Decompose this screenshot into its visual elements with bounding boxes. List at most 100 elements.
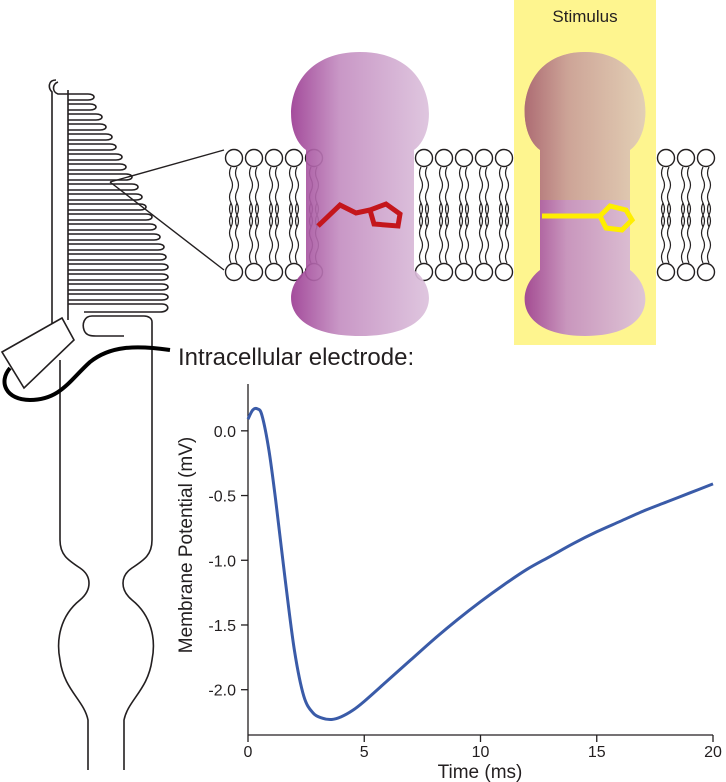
lipid-tail <box>294 166 300 228</box>
lipid-tail <box>438 202 444 264</box>
lipid-tail <box>228 166 234 228</box>
retinal-inactive-icon <box>316 201 403 229</box>
lipid-tail <box>478 166 484 228</box>
lipid-tail <box>248 202 254 264</box>
x-tick-label: 10 <box>472 744 490 761</box>
zoom-line-bottom <box>109 181 225 271</box>
lipid-head <box>474 148 494 168</box>
lipid-tail <box>268 202 274 264</box>
zoom-line-top <box>109 149 225 183</box>
lipid-tail <box>498 166 504 228</box>
channel-inactive <box>291 52 429 336</box>
lipid-tail <box>438 166 444 228</box>
lipid-tail <box>484 166 490 228</box>
lipid-tail <box>686 166 692 228</box>
series-line-membrane-potential <box>246 406 714 722</box>
lipid-head <box>454 148 474 168</box>
y-tick-label: -1.0 <box>208 553 236 570</box>
photoreceptor-cell <box>48 79 169 770</box>
lipid-tail <box>686 202 692 264</box>
channel-glow <box>524 52 646 200</box>
lipid-head <box>696 262 716 282</box>
lipid-tail <box>484 202 490 264</box>
lipid-head <box>676 148 696 168</box>
channel-body <box>291 52 429 336</box>
x-tick-label: 5 <box>360 744 369 761</box>
lipid-head <box>224 262 244 282</box>
lipid-head <box>494 148 514 168</box>
lipid-tail <box>700 166 706 228</box>
channel-active <box>524 52 646 336</box>
y-tick-label: 0.0 <box>214 424 236 441</box>
chart-axes <box>247 384 713 736</box>
x-axis-label: Time (ms) <box>438 762 523 782</box>
lipid-tail <box>228 202 234 264</box>
lipid-head <box>284 148 304 168</box>
lipid-head <box>696 148 716 168</box>
lipid-bilayer <box>224 148 716 282</box>
x-tick-label: 20 <box>704 744 722 761</box>
lipid-tail <box>706 166 712 228</box>
stimulus-label: Stimulus <box>552 7 617 26</box>
lipid-tail <box>234 202 240 264</box>
lipid-head <box>474 262 494 282</box>
lipid-tail <box>234 166 240 228</box>
cell-outline-left <box>48 79 61 350</box>
lipid-tail <box>464 166 470 228</box>
lipid-tail <box>666 202 672 264</box>
lipid-tail <box>458 202 464 264</box>
lipid-tail <box>248 166 254 228</box>
lipid-tail <box>660 166 666 228</box>
lipid-tail <box>294 202 300 264</box>
lipid-tail <box>288 202 294 264</box>
lipid-tail <box>706 202 712 264</box>
x-tick-label: 15 <box>588 744 606 761</box>
lipid-tail <box>666 166 672 228</box>
lipid-tail <box>680 202 686 264</box>
electrode-label: Intracellular electrode: <box>178 344 414 371</box>
lipid-tail <box>498 202 504 264</box>
lipid-tail <box>680 166 686 228</box>
lipid-tail <box>444 166 450 228</box>
lipid-tail <box>288 166 294 228</box>
lipid-head <box>676 262 696 282</box>
lipid-head <box>434 148 454 168</box>
lipid-tail <box>274 202 280 264</box>
x-tick-label: 0 <box>244 744 253 761</box>
lipid-tail <box>418 202 424 264</box>
lipid-tail <box>418 166 424 228</box>
lipid-head <box>414 148 434 168</box>
lipid-tail <box>254 202 260 264</box>
lipid-tail <box>424 166 430 228</box>
y-axis-label: Membrane Potential (mV) <box>176 437 197 653</box>
lipid-head <box>264 148 284 168</box>
electrode-pipette <box>0 316 75 390</box>
lipid-head <box>494 262 514 282</box>
lipid-tail <box>660 202 666 264</box>
lipid-head <box>224 148 244 168</box>
lipid-tail <box>464 202 470 264</box>
lipid-tail <box>444 202 450 264</box>
lipid-head <box>656 262 676 282</box>
lipid-head <box>244 148 264 168</box>
electrode-wire <box>2 345 171 403</box>
lipid-tail <box>504 202 510 264</box>
lipid-head <box>284 262 304 282</box>
y-tick-label: -0.5 <box>208 489 236 506</box>
outer-segment-disks <box>52 81 169 320</box>
lipid-tail <box>504 166 510 228</box>
lipid-tail <box>458 166 464 228</box>
lipid-tail <box>254 166 260 228</box>
lipid-head <box>244 262 264 282</box>
lipid-tail <box>268 166 274 228</box>
cell-body-outline <box>57 315 155 770</box>
lipid-tail <box>274 166 280 228</box>
lipid-tail <box>700 202 706 264</box>
lipid-head <box>264 262 284 282</box>
lipid-tail <box>424 202 430 264</box>
y-tick-label: -2.0 <box>208 683 236 700</box>
lipid-tail <box>478 202 484 264</box>
